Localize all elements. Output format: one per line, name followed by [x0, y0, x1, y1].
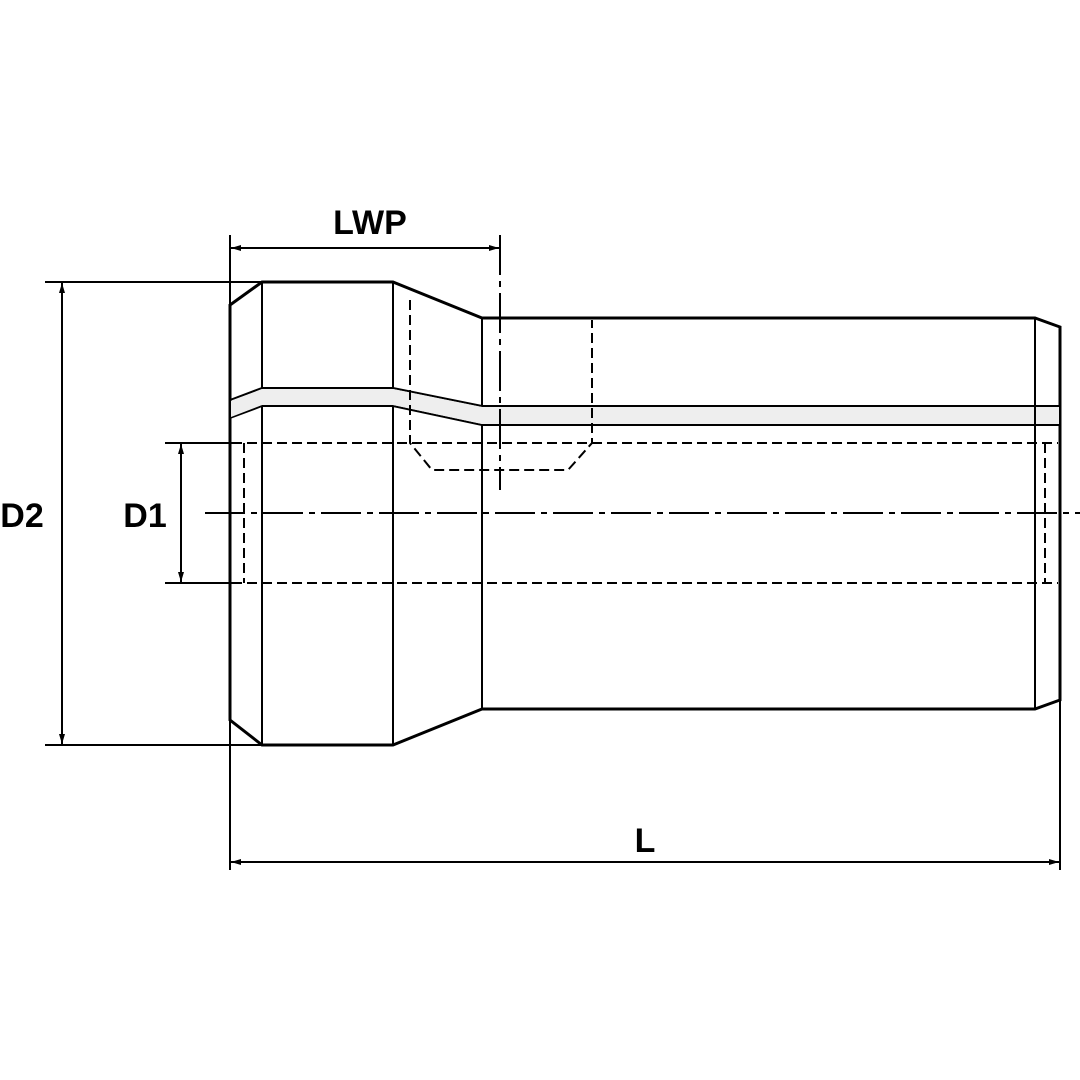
slot-gap — [231, 389, 1059, 424]
l-label: L — [635, 822, 656, 860]
lwp-label: LWP — [333, 204, 407, 242]
d1-label: D1 — [123, 497, 166, 535]
d2-label: D2 — [0, 497, 43, 535]
